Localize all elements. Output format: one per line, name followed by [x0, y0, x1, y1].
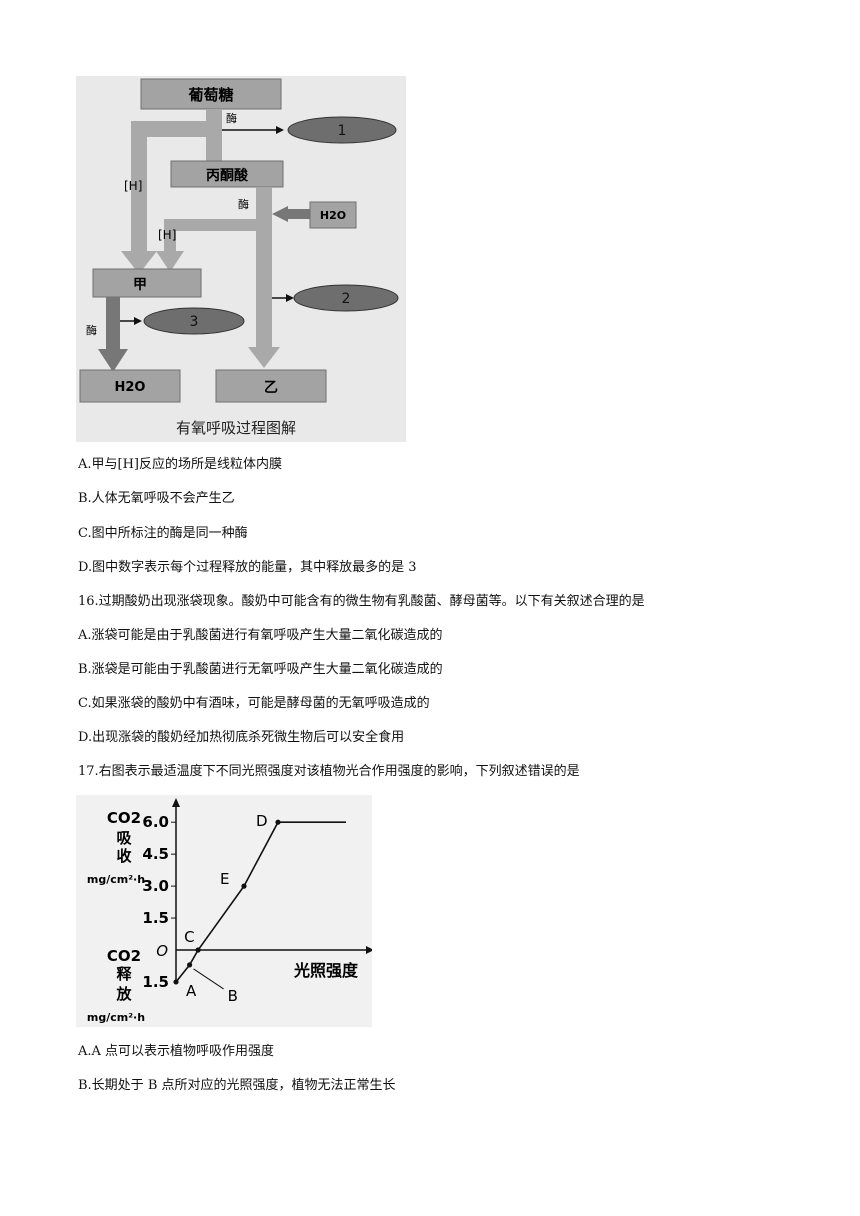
h2o-input-label: H2O [320, 209, 346, 222]
energy-number-1: 1 [338, 123, 347, 139]
diagram-caption: 有氧呼吸过程图解 [176, 419, 296, 437]
y-axis-label-top: CO2 [107, 809, 141, 827]
y-tick-label: 4.5 [142, 845, 169, 863]
point-label-d: D [256, 812, 268, 830]
y-tick-label-negative: 1.5 [142, 973, 169, 991]
enzyme-label-3: 酶 [86, 324, 97, 337]
data-point-d [275, 819, 281, 825]
glucose-label: 葡萄糖 [187, 86, 233, 104]
energy-ellipse-2 [293, 284, 399, 312]
x-axis-arrow-icon [366, 946, 372, 954]
data-point-e [241, 883, 247, 889]
q17-option-b: B.长期处于 B 点所对应的光照强度，植物无法正常生长 [78, 1078, 396, 1093]
h2o-output-box [79, 369, 181, 403]
q17-stem: 17.右图表示最适温度下不同光照强度对该植物光合作用强度的影响，下列叙述错误的是 [78, 764, 580, 779]
q16-option-b: B.涨袋是可能由于乳酸菌进行无氧呼吸产生大量二氧化碳造成的 [78, 662, 443, 677]
q15-option-c: C.图中所标注的酶是同一种酶 [78, 526, 248, 541]
y-axis-label-bottom: mg/cm²·h [87, 1011, 145, 1024]
yi-label: 乙 [264, 380, 278, 396]
q15-option-b: B.人体无氧呼吸不会产生乙 [78, 491, 235, 506]
data-point-c [195, 947, 201, 953]
point-b-pointer [193, 968, 224, 990]
series-line [175, 821, 346, 983]
q16-option-a: A.涨袋可能是由于乳酸菌进行有氧呼吸产生大量二氧化碳造成的 [78, 628, 443, 643]
h-label-2: [H] [158, 228, 176, 242]
point-label-c: C [184, 928, 194, 946]
x-axis-label: 光照强度 [293, 961, 359, 980]
q15-option-a: A.甲与[H]反应的场所是线粒体内膜 [78, 457, 283, 472]
pyruvate-label: 丙酮酸 [206, 167, 249, 184]
q16-option-c: C.如果涨袋的酸奶中有酒味，可能是酵母菌的无氧呼吸造成的 [78, 696, 430, 711]
h2o-output-label: H2O [115, 380, 146, 395]
arrow-right-icon [276, 126, 284, 134]
point-label-a: A [186, 982, 197, 1000]
enzyme-label-2: 酶 [238, 198, 249, 211]
arrow-right-icon [134, 317, 142, 325]
y-axis-label-top: 收 [116, 847, 131, 865]
energy-number-3: 3 [190, 314, 199, 330]
y-axis-label-top: mg/cm²·h [87, 873, 145, 886]
y-axis-arrow-icon [172, 798, 180, 807]
glucose-box [140, 78, 282, 110]
point-label-b: B [228, 987, 238, 1005]
arrow-down-icon [248, 347, 280, 368]
pyruvate-box [170, 160, 284, 188]
y-axis-label-top: 吸 [116, 829, 132, 847]
y-tick-label: 3.0 [142, 877, 169, 895]
y-tick-label: 1.5 [142, 909, 169, 927]
arrow-down-icon [98, 349, 128, 372]
y-axis-label-bottom: 释 [116, 965, 132, 983]
data-point-a [173, 979, 179, 985]
point-label-e: E [220, 870, 229, 888]
origin-label: O [156, 942, 168, 960]
arrow-down-icon [121, 251, 157, 274]
h2o-input-box [309, 201, 357, 229]
arrow-right-icon [286, 294, 294, 302]
arrow-left-icon [272, 206, 288, 222]
q17-option-a: A.A 点可以表示植物呼吸作用强度 [78, 1044, 275, 1059]
jia-label: 甲 [133, 277, 147, 293]
q16-option-d: D.出现涨袋的酸奶经加热彻底杀死微生物后可以安全食用 [78, 730, 405, 745]
enzyme-label-1: 酶 [226, 112, 237, 125]
y-tick-label: 6.0 [142, 813, 169, 831]
q16-stem: 16.过期酸奶出现涨袋现象。酸奶中可能含有的微生物有乳酸菌、酵母菌等。以下有关叙… [78, 594, 645, 609]
energy-ellipse-3 [143, 307, 245, 335]
yi-box [215, 369, 327, 403]
energy-number-2: 2 [342, 291, 351, 307]
y-axis-label-bottom: 放 [115, 985, 132, 1003]
y-axis-label-bottom: CO2 [107, 947, 141, 965]
energy-ellipse-1 [287, 116, 397, 144]
jia-box [92, 268, 202, 298]
h-label-1: [H] [124, 179, 142, 193]
data-point-b [187, 962, 193, 968]
arrow-down-icon [156, 251, 184, 272]
q15-option-d: D.图中数字表示每个过程释放的能量，其中释放最多的是 3 [78, 560, 417, 575]
aerobic-respiration-diagram: 葡萄糖 酶 1 [H] 丙酮酸 酶 H2O [H] 2 甲 酶 3 H2O 乙 … [76, 76, 406, 442]
light-intensity-chart: 6.04.53.01.51.5OCO2吸收mg/cm²·hCO2释放mg/cm²… [76, 795, 372, 1027]
